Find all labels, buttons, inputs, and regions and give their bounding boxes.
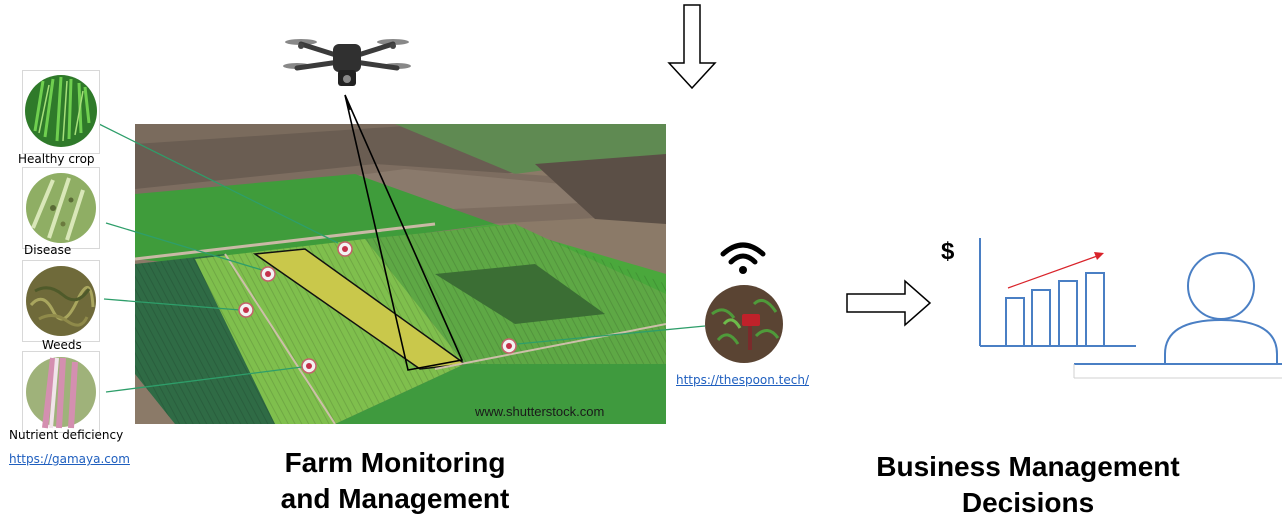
business-title-line-2: Decisions (961, 487, 1095, 518)
farm-title-line-2: and Management (280, 483, 510, 514)
bar-chart-icon (979, 238, 1136, 347)
drone-view-beam (344, 94, 464, 371)
bar-4 (1085, 272, 1105, 347)
marker-weeds (238, 302, 254, 318)
disease-image (26, 173, 96, 243)
healthy-crop-label: Healthy crop (18, 152, 95, 166)
healthy-crop-image (25, 75, 97, 147)
nutrient-deficiency-label: Nutrient deficiency (9, 428, 124, 442)
currency-symbol: $ (941, 238, 955, 265)
down-arrow-icon (667, 4, 717, 90)
right-arrow-icon (846, 279, 932, 327)
weeds-label: Weeds (42, 338, 82, 352)
nutrient-deficiency-thumbnail (22, 351, 100, 433)
soil-sensor-image (705, 285, 783, 363)
trend-arrow (1007, 254, 1101, 289)
business-decisions-title: Business Management Decisions (838, 449, 1218, 521)
bar-1 (1005, 297, 1025, 347)
watermark-text: www.shutterstock.com (474, 404, 604, 419)
thespoon-link[interactable]: https://thespoon.tech/ (676, 373, 810, 387)
bar-2 (1031, 289, 1051, 347)
nutrient-deficiency-image (26, 357, 96, 429)
bar-3 (1058, 280, 1078, 347)
weeds-thumbnail (22, 260, 100, 342)
drone-icon (283, 39, 411, 86)
weeds-image (26, 266, 96, 336)
field-markers (238, 241, 517, 374)
wifi-icon (720, 242, 766, 274)
person-icon (1073, 252, 1282, 379)
farm-monitoring-title: Farm Monitoring and Management (210, 445, 580, 517)
leader-lines (96, 122, 706, 393)
gamaya-link[interactable]: https://gamaya.com (9, 452, 130, 466)
marker-sensor (501, 338, 517, 354)
business-title-line-1: Business Management (876, 451, 1180, 482)
farm-title-line-1: Farm Monitoring (284, 447, 506, 478)
healthy-crop-thumbnail (22, 70, 100, 154)
marker-nutrient (301, 358, 317, 374)
marker-healthy-crop (337, 241, 353, 257)
marker-disease (260, 266, 276, 282)
disease-thumbnail (22, 167, 100, 249)
disease-label: Disease (24, 243, 72, 257)
